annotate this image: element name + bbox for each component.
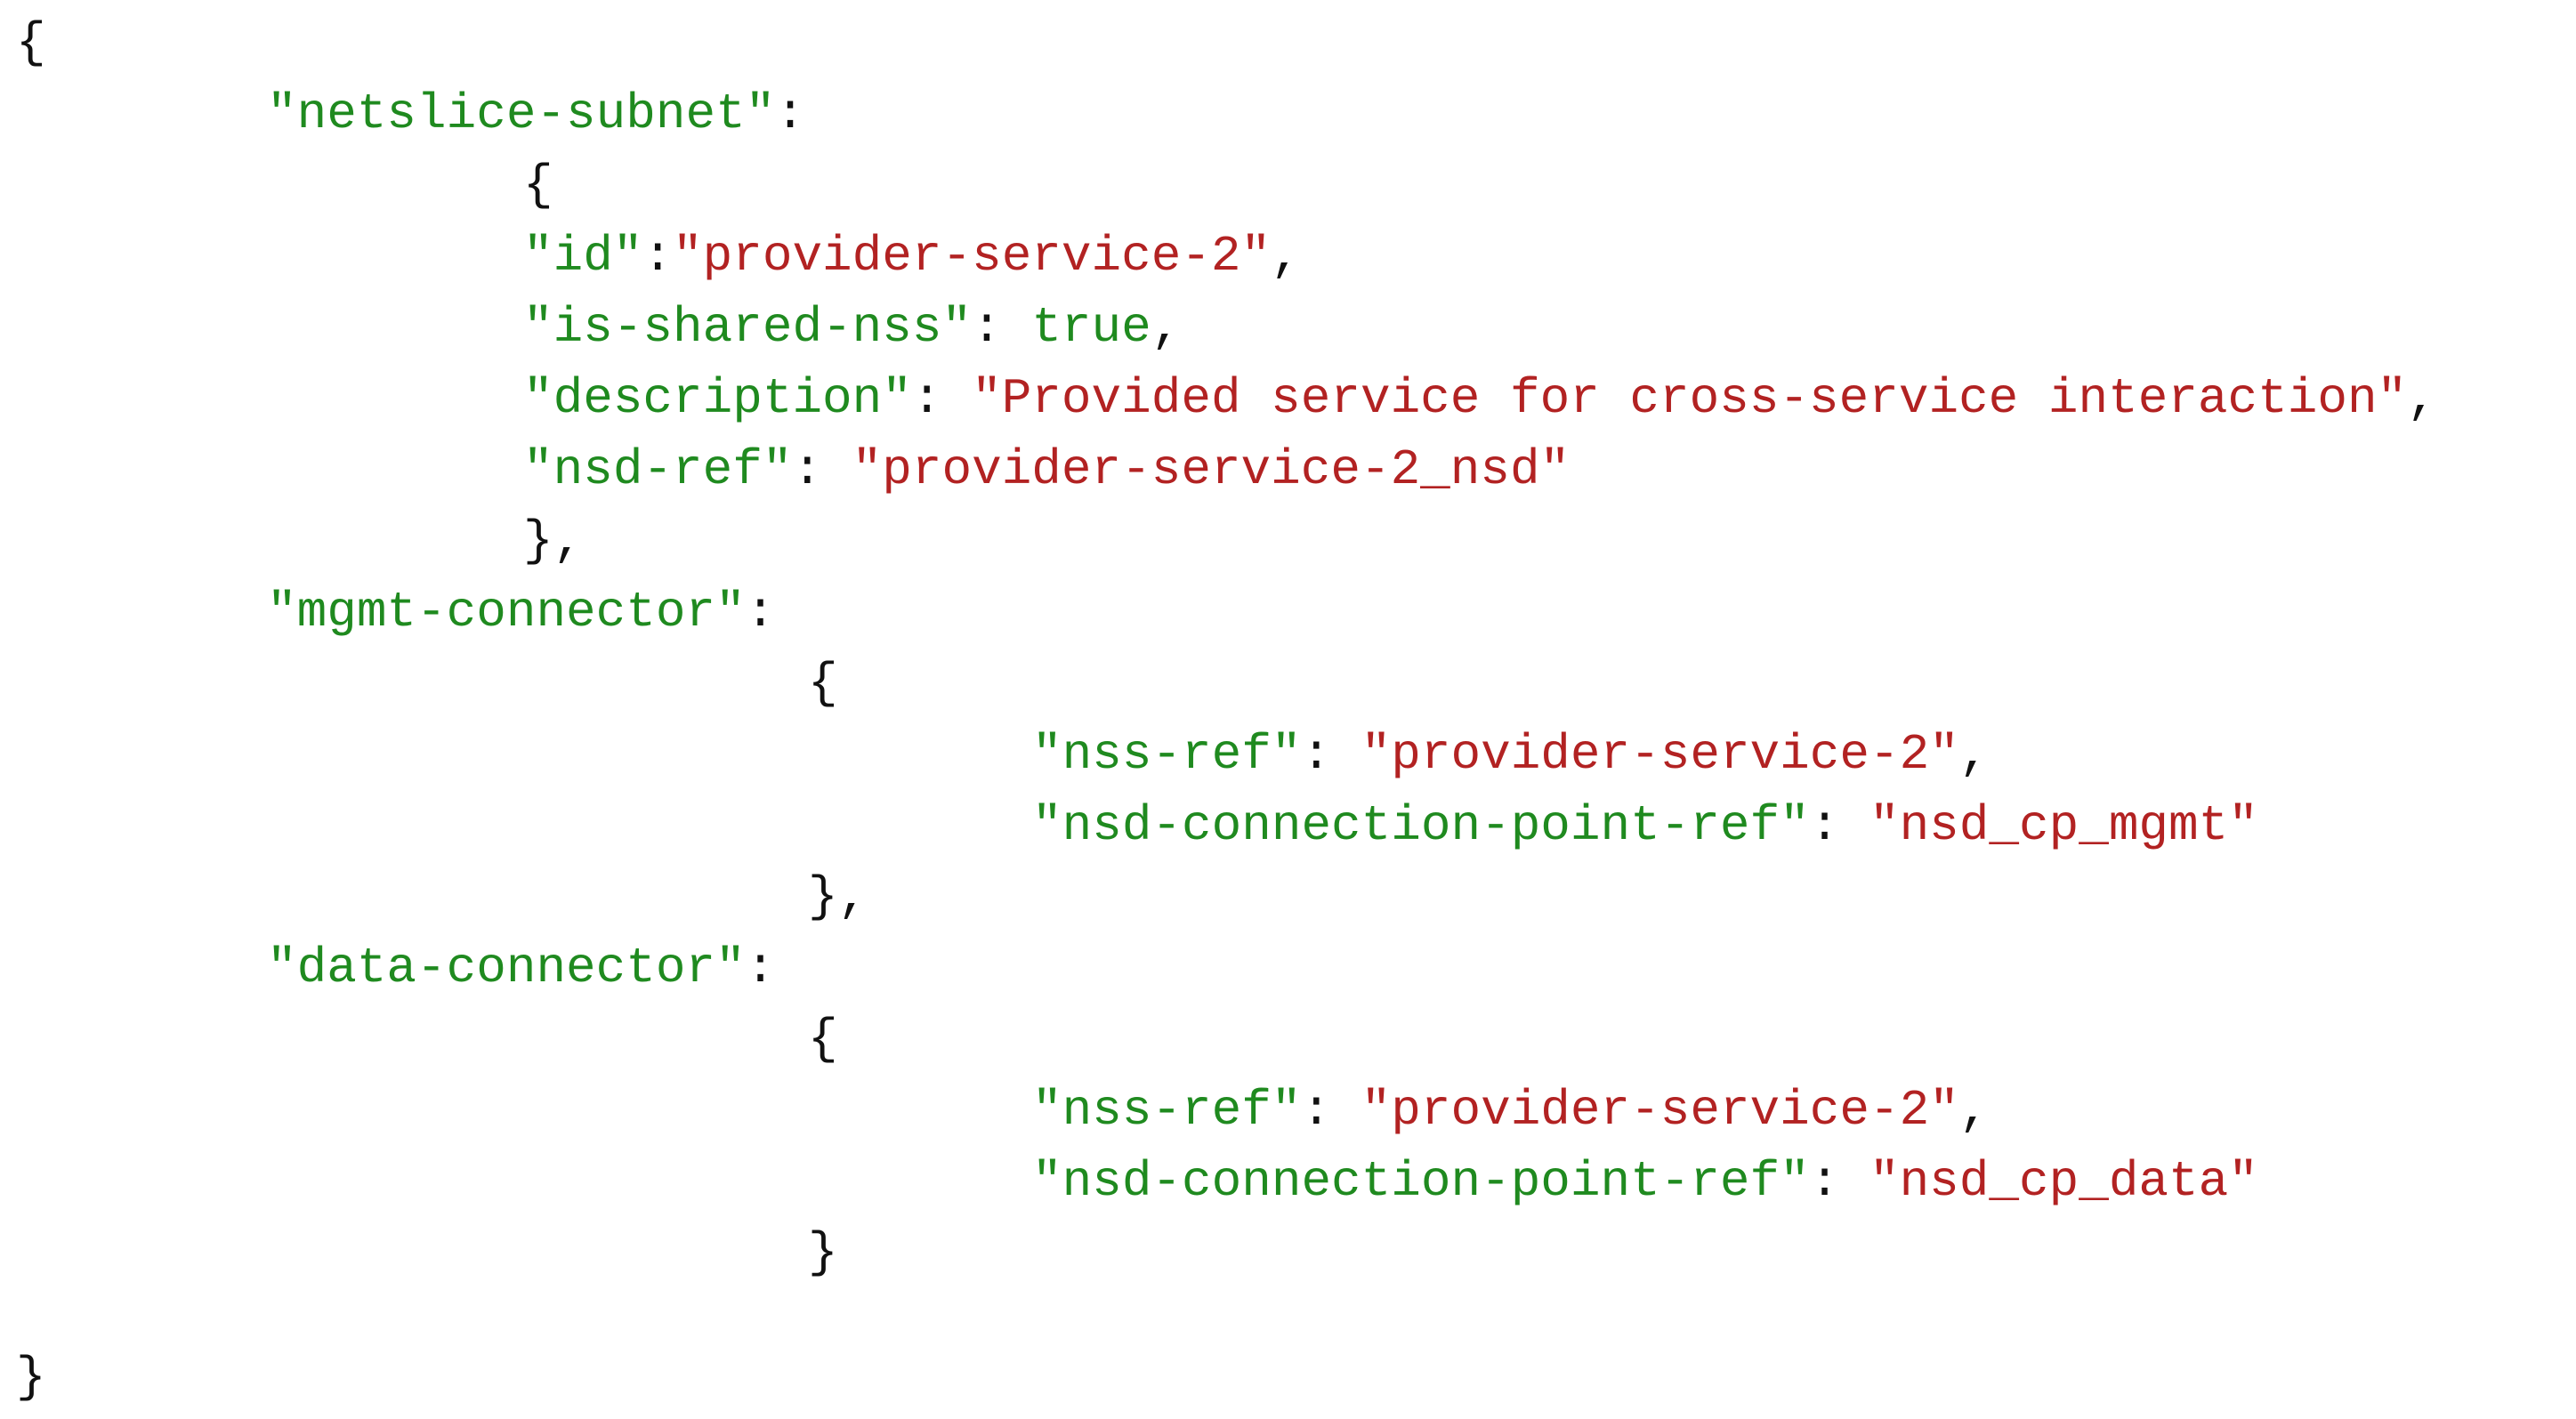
json-punctuation: : <box>1809 1153 1869 1210</box>
json-punctuation: : <box>972 299 1032 356</box>
code-line: { <box>16 7 46 78</box>
json-key: "is-shared-nss" <box>523 299 973 356</box>
json-key: "nss-ref" <box>1032 1082 1302 1139</box>
code-line: "netslice-subnet": <box>267 78 805 149</box>
json-punctuation: : <box>792 441 852 498</box>
json-string-value: "provider-service-2" <box>1361 726 1959 783</box>
json-punctuation: , <box>1271 228 1301 285</box>
json-string-value: "provider-service-2_nsd" <box>852 441 1571 498</box>
json-punctuation: : <box>745 939 776 996</box>
json-key: "mgmt-connector" <box>267 584 746 641</box>
json-key: "netslice-subnet" <box>267 85 776 142</box>
code-line: "data-connector": <box>267 932 775 1004</box>
json-punctuation: : <box>1301 726 1361 783</box>
json-punctuation: , <box>1958 1082 1990 1139</box>
json-key: "nsd-ref" <box>523 441 793 498</box>
json-punctuation: : <box>911 370 973 427</box>
code-line: } <box>16 1342 46 1413</box>
json-punctuation: , <box>2407 370 2437 427</box>
json-string-value: "Provided service for cross-service inte… <box>972 370 2408 427</box>
json-punctuation: }, <box>808 868 868 925</box>
json-punctuation: { <box>808 1011 838 1068</box>
json-key: "description" <box>523 370 912 427</box>
code-line: "nsd-ref": "provider-service-2_nsd" <box>523 434 1570 505</box>
json-punctuation: : <box>775 85 805 142</box>
code-line: { <box>523 149 553 221</box>
code-line: { <box>808 648 838 719</box>
json-string-value: "nsd_cp_data" <box>1869 1153 2258 1210</box>
json-punctuation: { <box>523 157 553 214</box>
code-line: "nss-ref": "provider-service-2", <box>1032 719 1989 790</box>
json-punctuation: }, <box>523 512 584 569</box>
json-string-value: "nsd_cp_mgmt" <box>1869 797 2258 854</box>
code-line: "nss-ref": "provider-service-2", <box>1032 1075 1989 1146</box>
json-punctuation: } <box>808 1224 838 1281</box>
code-line: "is-shared-nss": true, <box>523 292 1181 363</box>
code-line: } <box>808 1217 838 1288</box>
code-line: "nsd-connection-point-ref": "nsd_cp_mgmt… <box>1032 790 2258 861</box>
json-string-value: "provider-service-2" <box>673 228 1272 285</box>
json-punctuation: } <box>16 1349 46 1406</box>
json-punctuation: : <box>1809 797 1869 854</box>
json-string-value: "provider-service-2" <box>1361 1082 1959 1139</box>
code-line: "nsd-connection-point-ref": "nsd_cp_data… <box>1032 1146 2258 1217</box>
json-key: "id" <box>523 228 643 285</box>
json-key: "nss-ref" <box>1032 726 1302 783</box>
json-punctuation: : <box>745 584 776 641</box>
json-punctuation: , <box>1958 726 1990 783</box>
json-boolean-value: true <box>1031 299 1151 356</box>
json-punctuation: { <box>808 655 838 712</box>
code-line: "id":"provider-service-2", <box>523 221 1301 292</box>
json-punctuation: : <box>642 228 674 285</box>
json-punctuation: { <box>16 14 46 71</box>
code-line: { <box>808 1004 838 1075</box>
json-key: "data-connector" <box>267 939 746 996</box>
json-key: "nsd-connection-point-ref" <box>1032 1153 1810 1210</box>
code-line: }, <box>523 505 583 576</box>
json-key: "nsd-connection-point-ref" <box>1032 797 1810 854</box>
json-punctuation: : <box>1301 1082 1361 1139</box>
json-punctuation: , <box>1151 299 1182 356</box>
code-line: "description": "Provided service for cro… <box>523 363 2437 434</box>
code-line: "mgmt-connector": <box>267 576 775 648</box>
code-line: }, <box>808 861 868 932</box>
